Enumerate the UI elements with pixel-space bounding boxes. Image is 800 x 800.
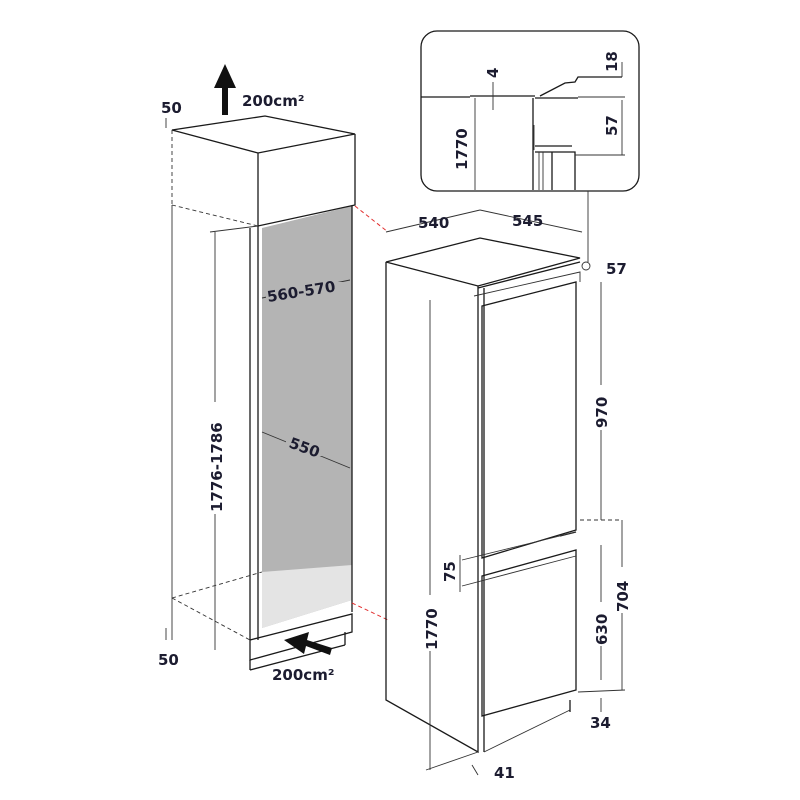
vent-up-arrow-icon [214,64,236,115]
vent-in-arrow-icon [284,632,332,655]
detail-thickness-label: 4 [484,68,502,78]
cabinet-gap-bottom-label: 50 [158,651,179,669]
cabinet-gap-top-label: 50 [161,99,182,117]
detail-height-label: 1770 [453,128,471,170]
guide-line-bottom [351,602,389,621]
vent-bottom-label: 200cm² [272,666,334,684]
bottom-gap-label: 34 [590,714,611,732]
vent-top-label: 200cm² [242,92,304,110]
appliance-top-gap-label: 57 [606,260,627,278]
cabinet-interior [262,206,352,628]
appliance-height-label: 1770 [423,608,441,650]
lower-door [481,549,577,717]
lower-section-height-label: 704 [614,581,632,612]
detail-top-offset-label: 18 [603,51,621,72]
cabinet-height-label: 1776-1786 [208,422,226,512]
cabinet-floor [262,565,352,628]
detail-gap-label: 57 [603,115,621,136]
door-gap-label: 75 [441,561,459,582]
upper-door [481,281,577,559]
cabinet-drawing: 50 50 200cm² 200cm² 1776-1786 560-570 55… [158,64,356,684]
side-offset-label: 41 [494,764,515,782]
appliance-width-label: 545 [512,212,543,230]
guide-line-top [354,205,389,233]
appliance-drawing: 540 545 57 970 75 1770 704 630 34 41 [385,209,632,782]
lower-door-height-label: 630 [593,614,611,645]
upper-door-height-label: 970 [593,397,611,428]
appliance-depth-label: 540 [418,214,449,232]
detail-inset: 4 18 57 1770 [420,30,640,271]
